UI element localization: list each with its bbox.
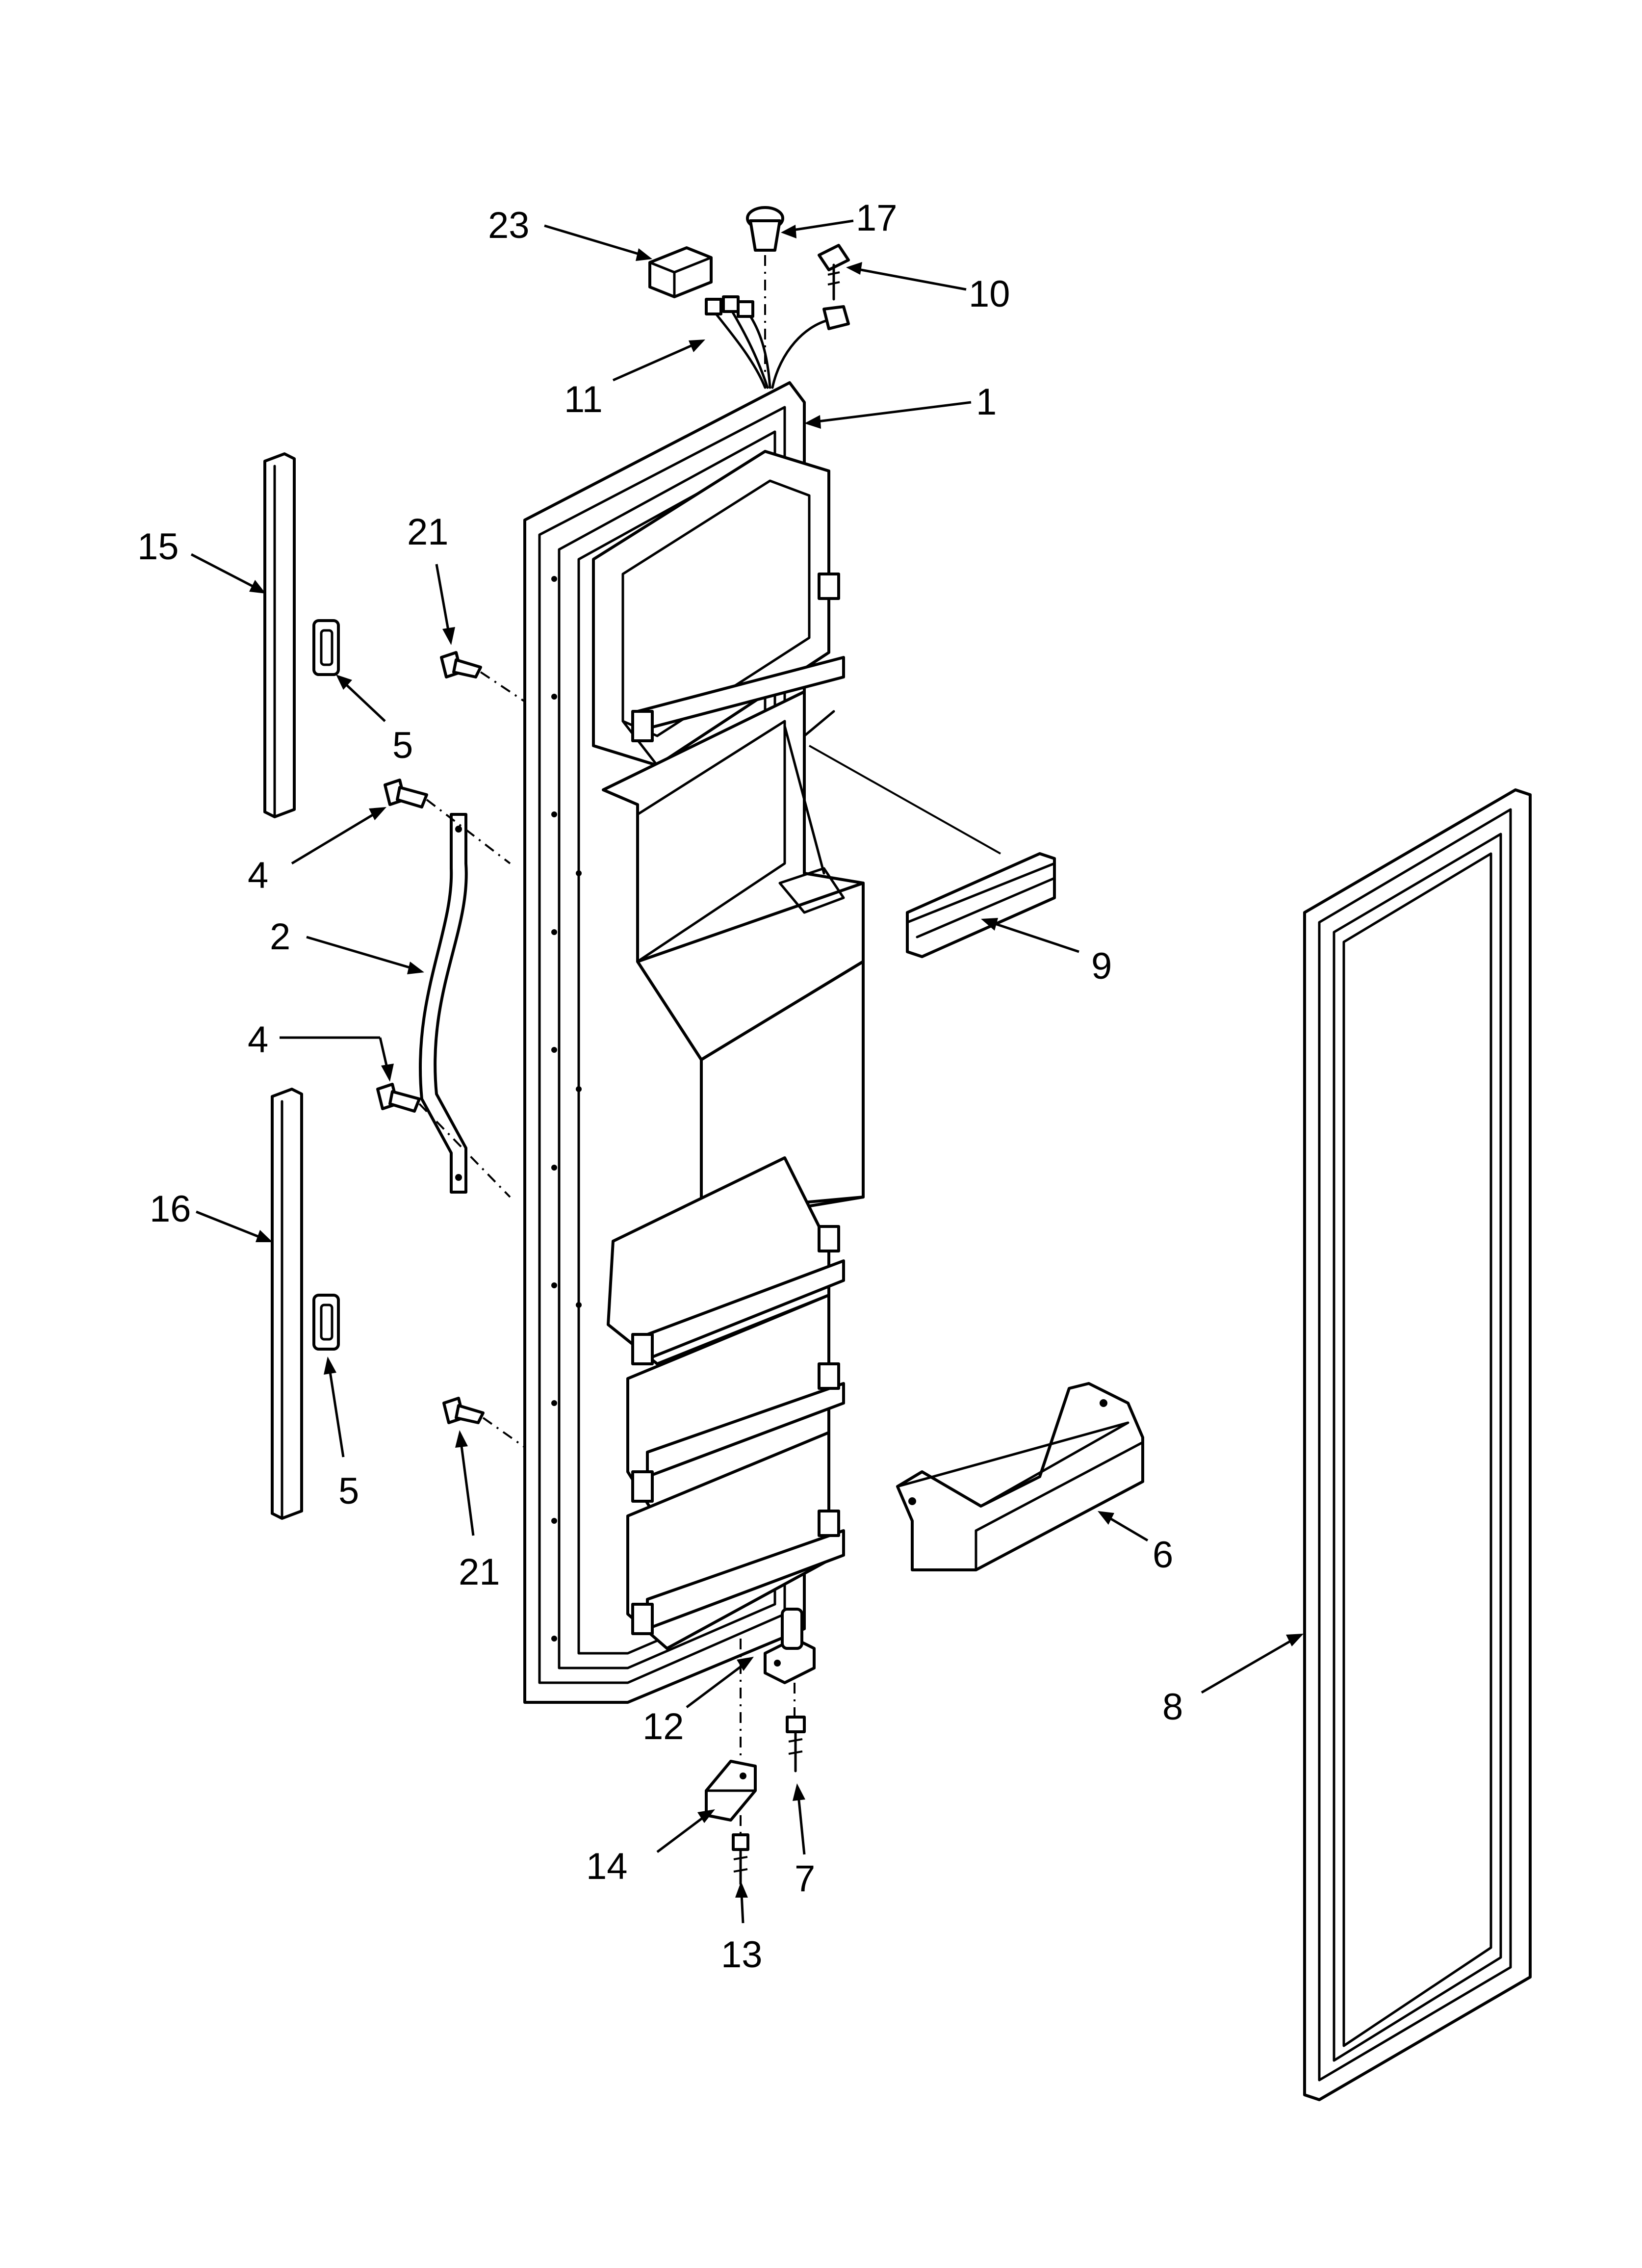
callout-8: 8 — [1162, 1686, 1183, 1728]
callout-14: 14 — [586, 1846, 628, 1887]
callout-11: 11 — [564, 379, 603, 420]
clip-5-upper — [312, 619, 340, 676]
trim-strip-15 — [263, 452, 296, 818]
hinge-pin-12 — [764, 1608, 816, 1717]
screw-4-lower — [376, 1083, 511, 1198]
callout-12: 12 — [642, 1706, 684, 1747]
callout-4-upper: 4 — [248, 855, 268, 896]
callout-15: 15 — [137, 526, 179, 568]
callout-5-lower: 5 — [338, 1470, 359, 1512]
callout-13: 13 — [721, 1934, 763, 1976]
wiring-harness — [705, 295, 850, 389]
callout-17: 17 — [856, 197, 898, 239]
screw-21-upper — [440, 651, 526, 703]
door-top-shelf — [592, 450, 845, 767]
clip-5-lower — [312, 1294, 340, 1351]
callout-1: 1 — [976, 381, 997, 423]
plug — [746, 206, 784, 378]
screw-10 — [818, 244, 850, 301]
door-dispenser-housing — [602, 690, 865, 1213]
door-flange-holes — [551, 576, 582, 1642]
door-gasket — [1303, 788, 1532, 2101]
callout-5-upper: 5 — [392, 725, 413, 766]
door-handle — [419, 813, 468, 1194]
door-lower-shelves — [607, 1156, 845, 1650]
callout-16: 16 — [150, 1188, 191, 1230]
door-assembly — [523, 381, 865, 1704]
door-bin — [896, 1382, 1144, 1571]
callout-labels: 23 17 10 11 1 15 21 5 4 2 4 16 5 21 9 6 … — [137, 197, 1183, 1976]
screw-21-lower — [442, 1397, 526, 1448]
connector-block — [648, 246, 713, 298]
callout-leaders — [190, 219, 1304, 1924]
screw-13 — [732, 1815, 749, 1885]
callout-21-upper: 21 — [407, 511, 449, 553]
trim-strip-16 — [271, 1088, 303, 1520]
callout-4-lower: 4 — [248, 1019, 268, 1061]
shelf-channel — [809, 745, 1056, 958]
callout-9: 9 — [1091, 945, 1112, 987]
callout-7: 7 — [795, 1858, 815, 1900]
callout-23: 23 — [488, 205, 530, 246]
screw-4-upper — [384, 779, 511, 864]
screw-7 — [786, 1716, 806, 1773]
callout-6: 6 — [1153, 1534, 1173, 1576]
callout-21-lower: 21 — [459, 1551, 500, 1593]
callout-10: 10 — [969, 273, 1010, 315]
callout-2: 2 — [270, 916, 290, 958]
